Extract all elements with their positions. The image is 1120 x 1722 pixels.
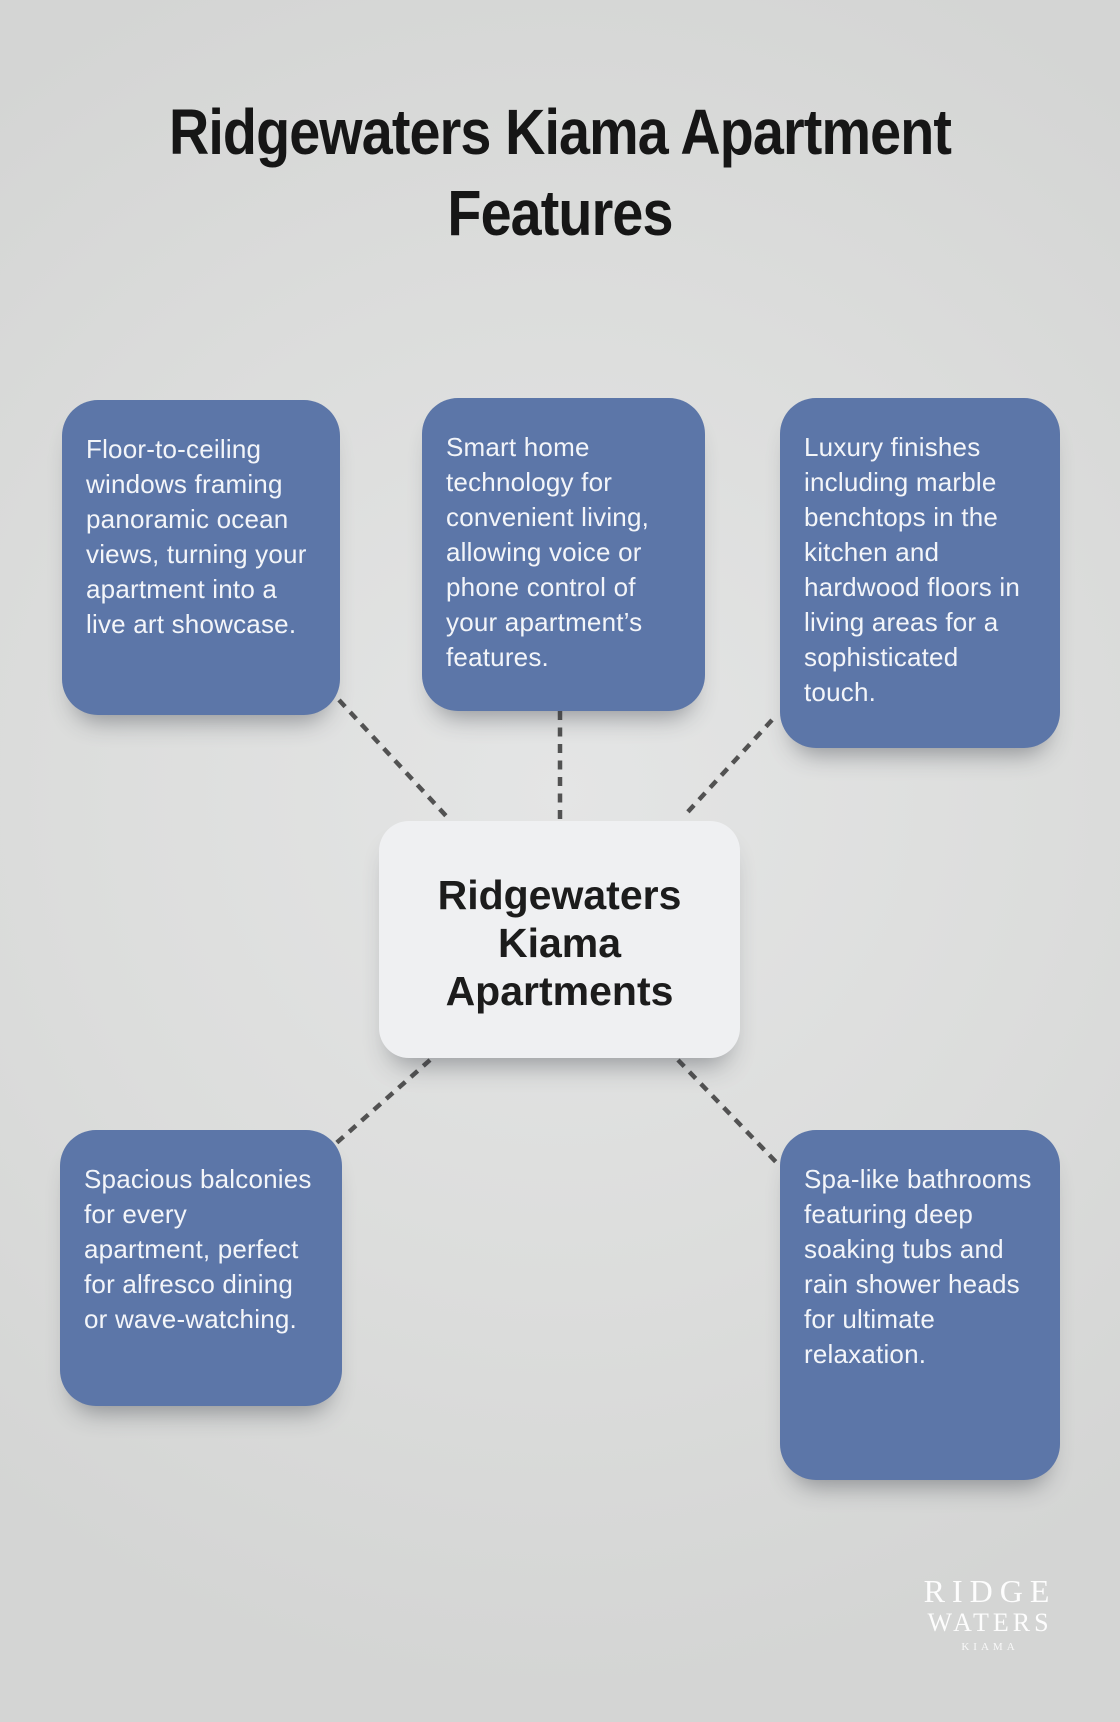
central-node: Ridgewaters Kiama Apartments bbox=[379, 821, 740, 1058]
central-node-line-3: Apartments bbox=[445, 967, 674, 1014]
connector-line bbox=[337, 698, 450, 820]
connector-line bbox=[331, 1058, 432, 1148]
connector-line bbox=[676, 1058, 778, 1164]
feature-box-finishes: Luxury finishes including marble benchto… bbox=[780, 398, 1060, 748]
feature-box-bathrooms: Spa-like bathrooms featuring deep soakin… bbox=[780, 1130, 1060, 1480]
page-title: Ridgewaters Kiama Apartment Features bbox=[73, 92, 1047, 254]
feature-text-bathrooms: Spa-like bathrooms featuring deep soakin… bbox=[804, 1164, 1032, 1369]
feature-text-finishes: Luxury finishes including marble benchto… bbox=[804, 432, 1021, 707]
logo-text-waters: WATERS bbox=[927, 1608, 1053, 1637]
logo-text-ridge: RIDGE bbox=[923, 1573, 1057, 1609]
page-title-line-2: Features bbox=[447, 177, 673, 249]
feature-text-smart-home: Smart home technology for convenient liv… bbox=[446, 432, 650, 672]
feature-box-balconies: Spacious balconies for every apartment, … bbox=[60, 1130, 342, 1406]
feature-box-windows: Floor-to-ceiling windows framing panoram… bbox=[62, 400, 340, 715]
page-title-line-1: Ridgewaters Kiama Apartment bbox=[168, 96, 952, 168]
connector-line bbox=[683, 718, 774, 817]
logo-text-kiama: KIAMA bbox=[961, 1641, 1019, 1653]
feature-box-smart-home: Smart home technology for convenient liv… bbox=[422, 398, 705, 711]
feature-text-windows: Floor-to-ceiling windows framing panoram… bbox=[86, 434, 307, 639]
feature-text-balconies: Spacious balconies for every apartment, … bbox=[84, 1164, 312, 1334]
central-node-line-1: Ridgewaters bbox=[437, 871, 682, 918]
central-node-line-2: Kiama bbox=[497, 919, 622, 966]
ridgewaters-logo: RIDGE WATERS KIAMA bbox=[870, 1574, 1110, 1656]
